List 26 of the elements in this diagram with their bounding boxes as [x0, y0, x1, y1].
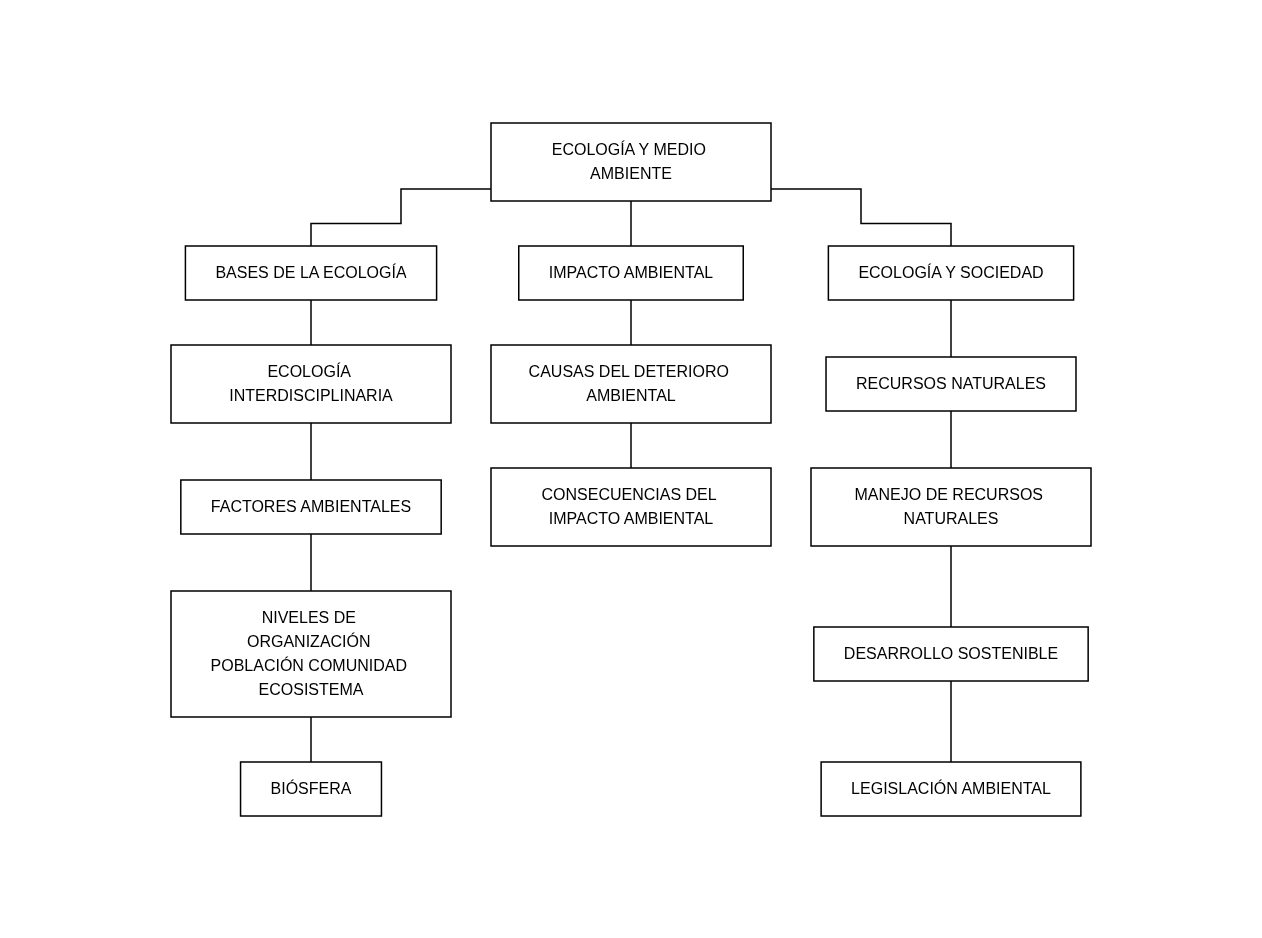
node-box: ECOLOGÍA INTERDISCIPLINARIA — [170, 343, 452, 424]
node-box: DESARROLLO SOSTENIBLE — [813, 625, 1089, 682]
connector — [950, 298, 952, 358]
node-box: CAUSAS DEL DETERIORO AMBIENTAL — [490, 343, 772, 424]
node-box: LEGISLACIÓN AMBIENTAL — [820, 760, 1082, 817]
node-box: BIÓSFERA — [239, 760, 383, 817]
connector — [630, 199, 632, 247]
connector — [950, 544, 952, 628]
connector — [630, 421, 632, 469]
node-box: CONSECUENCIAS DEL IMPACTO AMBIENTAL — [490, 466, 772, 547]
connector — [950, 409, 952, 469]
connector — [310, 298, 312, 346]
node-box: FACTORES AMBIENTALES — [180, 478, 442, 535]
node-box: MANEJO DE RECURSOS NATURALES — [810, 466, 1092, 547]
node-box: RECURSOS NATURALES — [825, 355, 1077, 412]
node-box: NIVELES DE ORGANIZACIÓN POBLACIÓN COMUNIDAD ECOSISTEMA — [170, 589, 452, 718]
connector — [310, 715, 312, 763]
connector — [310, 421, 312, 481]
connector — [310, 532, 312, 592]
node-box: IMPACTO AMBIENTAL — [518, 244, 744, 301]
node-box: BASES DE LA ECOLOGÍA — [184, 244, 438, 301]
connector — [630, 298, 632, 346]
connector — [310, 187, 492, 247]
connector — [950, 679, 952, 763]
node-box: ECOLOGÍA Y SOCIEDAD — [827, 244, 1075, 301]
node-box: ECOLOGÍA Y MEDIO AMBIENTE — [490, 121, 772, 202]
